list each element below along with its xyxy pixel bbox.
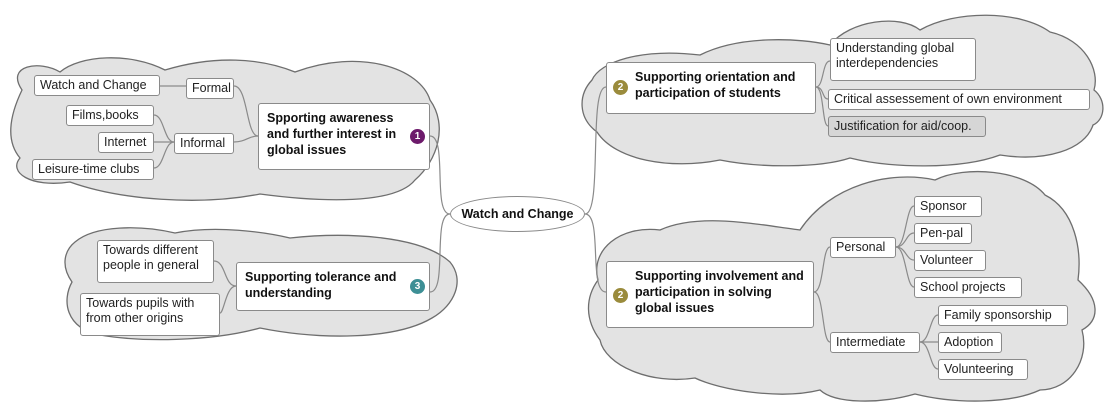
topic-intermediate[interactable]: Intermediate <box>830 332 920 353</box>
connector-awareness-formal <box>233 85 259 137</box>
subtopic-school-projects[interactable]: School projects <box>914 277 1022 298</box>
subtopic-internet[interactable]: Internet <box>98 132 154 153</box>
connector-center-awareness <box>429 135 451 215</box>
subtopic-towards-different-people[interactable]: Towards different people in general <box>97 240 214 283</box>
connector-involvement-intermediate <box>813 291 831 343</box>
subtopic-volunteer[interactable]: Volunteer <box>914 250 986 271</box>
subtopic-volunteering[interactable]: Volunteering <box>938 359 1028 380</box>
subtopic-understanding-global[interactable]: Understanding global interdependencies <box>830 38 976 81</box>
branch-awareness-label: Spporting awareness and further interest… <box>267 111 397 157</box>
subtopic-critical-assessement[interactable]: Critical assessement of own environment <box>828 89 1090 110</box>
subtopic-internet-label: Internet <box>104 135 147 149</box>
subtopic-family-sponsorship[interactable]: Family sponsorship <box>938 305 1068 326</box>
central-topic[interactable]: Watch and Change <box>450 196 585 232</box>
branch-orientation-label: Supporting orientation and participation… <box>635 70 796 100</box>
subtopic-volunteering-label: Volunteering <box>944 362 1014 376</box>
subtopic-family-sponsorship-label: Family sponsorship <box>944 308 1052 322</box>
topic-personal[interactable]: Personal <box>830 237 896 258</box>
connector-center-orientation <box>584 86 607 215</box>
topic-formal-label: Formal <box>192 81 231 95</box>
connector-intermediate-item1 <box>919 314 939 343</box>
connector-center-tolerance <box>429 213 451 293</box>
branch-tolerance-priority-badge: 3 <box>410 279 425 294</box>
connector-tolerance-item1 <box>213 260 237 287</box>
subtopic-justification-aid-label: Justification for aid/coop. <box>834 119 972 133</box>
connector-informal-item3 <box>153 141 175 169</box>
connector-center-involvement <box>584 213 607 293</box>
subtopic-leisure-time-clubs-label: Leisure-time clubs <box>38 162 140 176</box>
subtopic-pen-pal-label: Pen-pal <box>920 226 964 240</box>
topic-formal[interactable]: Formal <box>186 78 234 99</box>
subtopic-films-books-label: Films,books <box>72 108 139 122</box>
subtopic-school-projects-label: School projects <box>920 280 1006 294</box>
branch-awareness[interactable]: Spporting awareness and further interest… <box>258 103 430 170</box>
subtopic-sponsor-label: Sponsor <box>920 199 967 213</box>
subtopic-adoption[interactable]: Adoption <box>938 332 1002 353</box>
subtopic-watch-and-change-label: Watch and Change <box>40 78 147 92</box>
subtopic-towards-different-people-label: Towards different people in general <box>103 243 199 272</box>
connector-intermediate-item3 <box>919 341 939 370</box>
subtopic-justification-aid[interactable]: Justification for aid/coop. <box>828 116 986 137</box>
branch-orientation-priority-badge: 2 <box>613 80 628 95</box>
branch-involvement-priority-badge: 2 <box>613 288 628 303</box>
branch-awareness-priority-badge: 1 <box>410 129 425 144</box>
subtopic-critical-assessement-label: Critical assessement of own environment <box>834 92 1062 106</box>
subtopic-sponsor[interactable]: Sponsor <box>914 196 982 217</box>
subtopic-understanding-global-label: Understanding global interdependencies <box>836 41 955 70</box>
connector-orientation-item1 <box>815 60 831 88</box>
connector-informal-item1 <box>153 114 175 143</box>
subtopic-watch-and-change[interactable]: Watch and Change <box>34 75 160 96</box>
connector-tolerance-item2 <box>219 285 237 314</box>
subtopic-films-books[interactable]: Films,books <box>66 105 154 126</box>
branch-tolerance[interactable]: Supporting tolerance and understanding 3 <box>236 262 430 311</box>
connector-awareness-informal <box>233 135 259 143</box>
subtopic-leisure-time-clubs[interactable]: Leisure-time clubs <box>32 159 154 180</box>
connector-personal-item1 <box>895 205 915 248</box>
subtopic-pen-pal[interactable]: Pen-pal <box>914 223 972 244</box>
connector-personal-item2 <box>895 232 915 248</box>
branch-tolerance-label: Supporting tolerance and understanding <box>245 270 397 300</box>
branch-orientation[interactable]: Supporting orientation and participation… <box>606 62 816 114</box>
topic-personal-label: Personal <box>836 240 886 254</box>
subtopic-adoption-label: Adoption <box>944 335 994 349</box>
connector-personal-item4 <box>895 246 915 288</box>
topic-informal-label: Informal <box>180 136 226 150</box>
topic-intermediate-label: Intermediate <box>836 335 906 349</box>
topic-informal[interactable]: Informal <box>174 133 234 154</box>
branch-involvement[interactable]: Supporting involvement and participation… <box>606 261 814 328</box>
connector-involvement-personal <box>813 246 831 293</box>
branch-involvement-label: Supporting involvement and participation… <box>635 269 804 315</box>
subtopic-towards-pupils-label: Towards pupils with from other origins <box>86 296 195 325</box>
connector-orientation-item3 <box>815 86 829 127</box>
central-topic-label: Watch and Change <box>461 207 574 221</box>
subtopic-towards-pupils[interactable]: Towards pupils with from other origins <box>80 293 220 336</box>
subtopic-volunteer-label: Volunteer <box>920 253 973 267</box>
